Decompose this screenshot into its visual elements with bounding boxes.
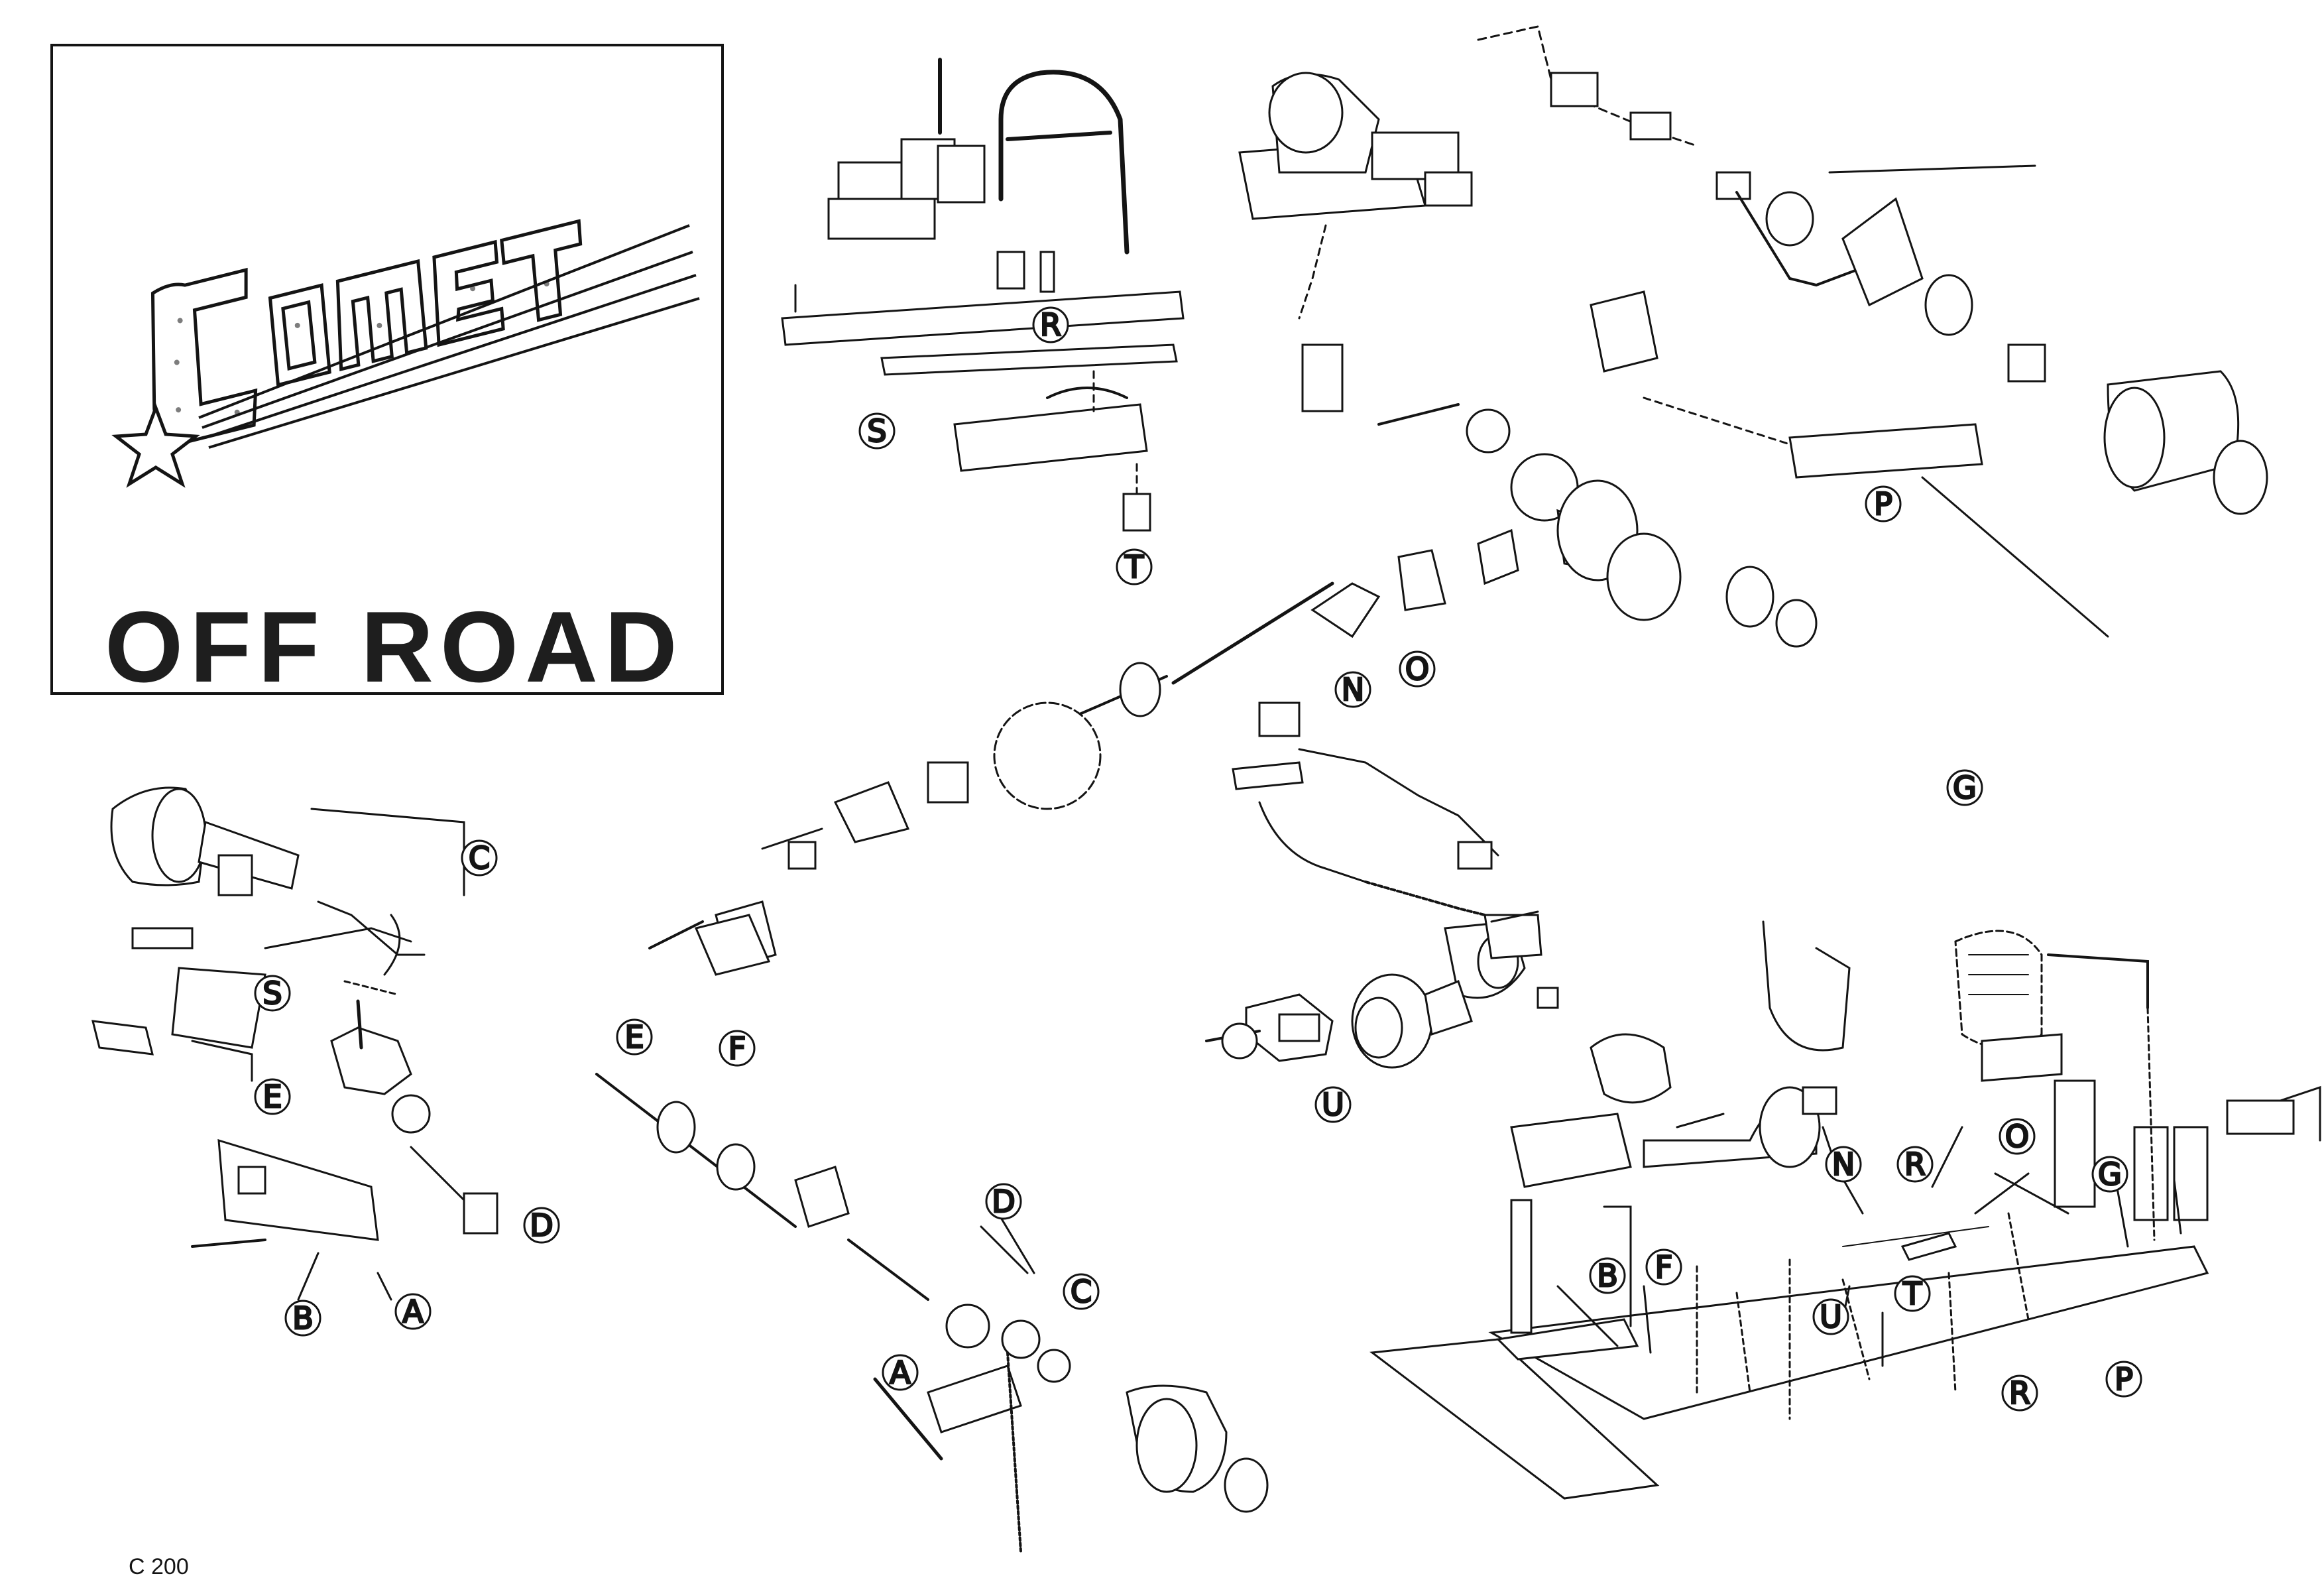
callout-label: F [728, 1030, 746, 1066]
callout-c: C [461, 839, 498, 877]
callout-e: E [616, 1018, 653, 1056]
front-suspension-assembly [91, 786, 498, 1248]
callout-s: S [254, 975, 291, 1012]
callout-label: D [530, 1207, 553, 1243]
chassis-plate-assembly [1369, 920, 2321, 1500]
callouts: R S T P N O G C S E E F D B A D C A U N … [254, 306, 2142, 1412]
callout-o: O [1399, 650, 1436, 688]
callout-label: N [1832, 1146, 1855, 1182]
callout-label: B [292, 1300, 314, 1336]
callout-label: N [1342, 672, 1364, 707]
speed-streaks [198, 224, 700, 449]
diagram-code: C 200 [129, 1554, 189, 1579]
callout-label: C [469, 840, 490, 876]
callout-b: B [1589, 1257, 1626, 1295]
callout-a: A [882, 1354, 919, 1392]
callout-p: P [2105, 1361, 2142, 1398]
callout-label: A [402, 1294, 424, 1329]
callout-label: C [1071, 1274, 1092, 1309]
callout-label: S [867, 413, 886, 449]
callout-t: T [1894, 1275, 1931, 1313]
callout-g: G [1946, 769, 1983, 807]
callout-label: O [2005, 1119, 2029, 1154]
callout-g: G [2091, 1156, 2128, 1193]
callout-label: T [1124, 549, 1144, 585]
callout-label: T [1902, 1276, 1922, 1311]
callout-d: D [523, 1207, 560, 1245]
callout-label: O [1405, 651, 1429, 687]
callout-label: F [1655, 1249, 1672, 1285]
callout-b: B [284, 1300, 321, 1337]
callout-o: O [1999, 1118, 2036, 1156]
callout-label: G [1953, 770, 1977, 806]
star-icon [111, 402, 200, 488]
callout-f: F [719, 1030, 756, 1067]
callout-label: R [2009, 1375, 2030, 1411]
callout-n: N [1825, 1146, 1862, 1184]
callout-p: P [1865, 485, 1902, 523]
callout-label: R [1904, 1146, 1926, 1182]
callout-r: R [2001, 1374, 2038, 1412]
callout-r: R [1896, 1146, 1934, 1184]
callout-label: U [1322, 1087, 1344, 1123]
callout-d: D [985, 1183, 1022, 1221]
steering-front-wheel-assembly [595, 1073, 1269, 1553]
callout-n: N [1334, 671, 1371, 709]
callout-r: R [1032, 306, 1069, 344]
callout-label: D [992, 1184, 1015, 1219]
radio-tray-assembly [781, 58, 1185, 532]
callout-label: S [262, 975, 282, 1011]
drive-train-assembly [648, 343, 1818, 976]
callout-label: E [262, 1079, 282, 1115]
callout-label: U [1820, 1299, 1842, 1335]
callout-u: U [1812, 1298, 1849, 1336]
throttle-linkage-assembly [1205, 701, 1559, 1069]
callout-label: R [1040, 307, 1061, 343]
engine-rear-axle-assembly [1238, 25, 2268, 638]
callout-c: C [1063, 1273, 1100, 1311]
callout-label: P [1874, 486, 1892, 522]
leader-lines [297, 1126, 2182, 1367]
callout-u: U [1314, 1086, 1352, 1124]
callout-e: E [254, 1078, 291, 1116]
subtitle-off-road: OFF ROAD [105, 591, 684, 703]
callout-label: A [890, 1355, 911, 1390]
callout-a: A [394, 1293, 432, 1331]
callout-label: P [2115, 1361, 2133, 1397]
comet-logo-wordmark [150, 219, 583, 443]
title-panel: OFF ROAD [50, 44, 724, 703]
callout-label: E [624, 1019, 644, 1055]
comet-logo [111, 219, 700, 488]
callout-f: F [1645, 1248, 1682, 1286]
callout-t: T [1116, 548, 1153, 586]
callout-label: G [2098, 1156, 2122, 1192]
callout-label: B [1597, 1258, 1618, 1294]
callout-s: S [858, 412, 896, 450]
